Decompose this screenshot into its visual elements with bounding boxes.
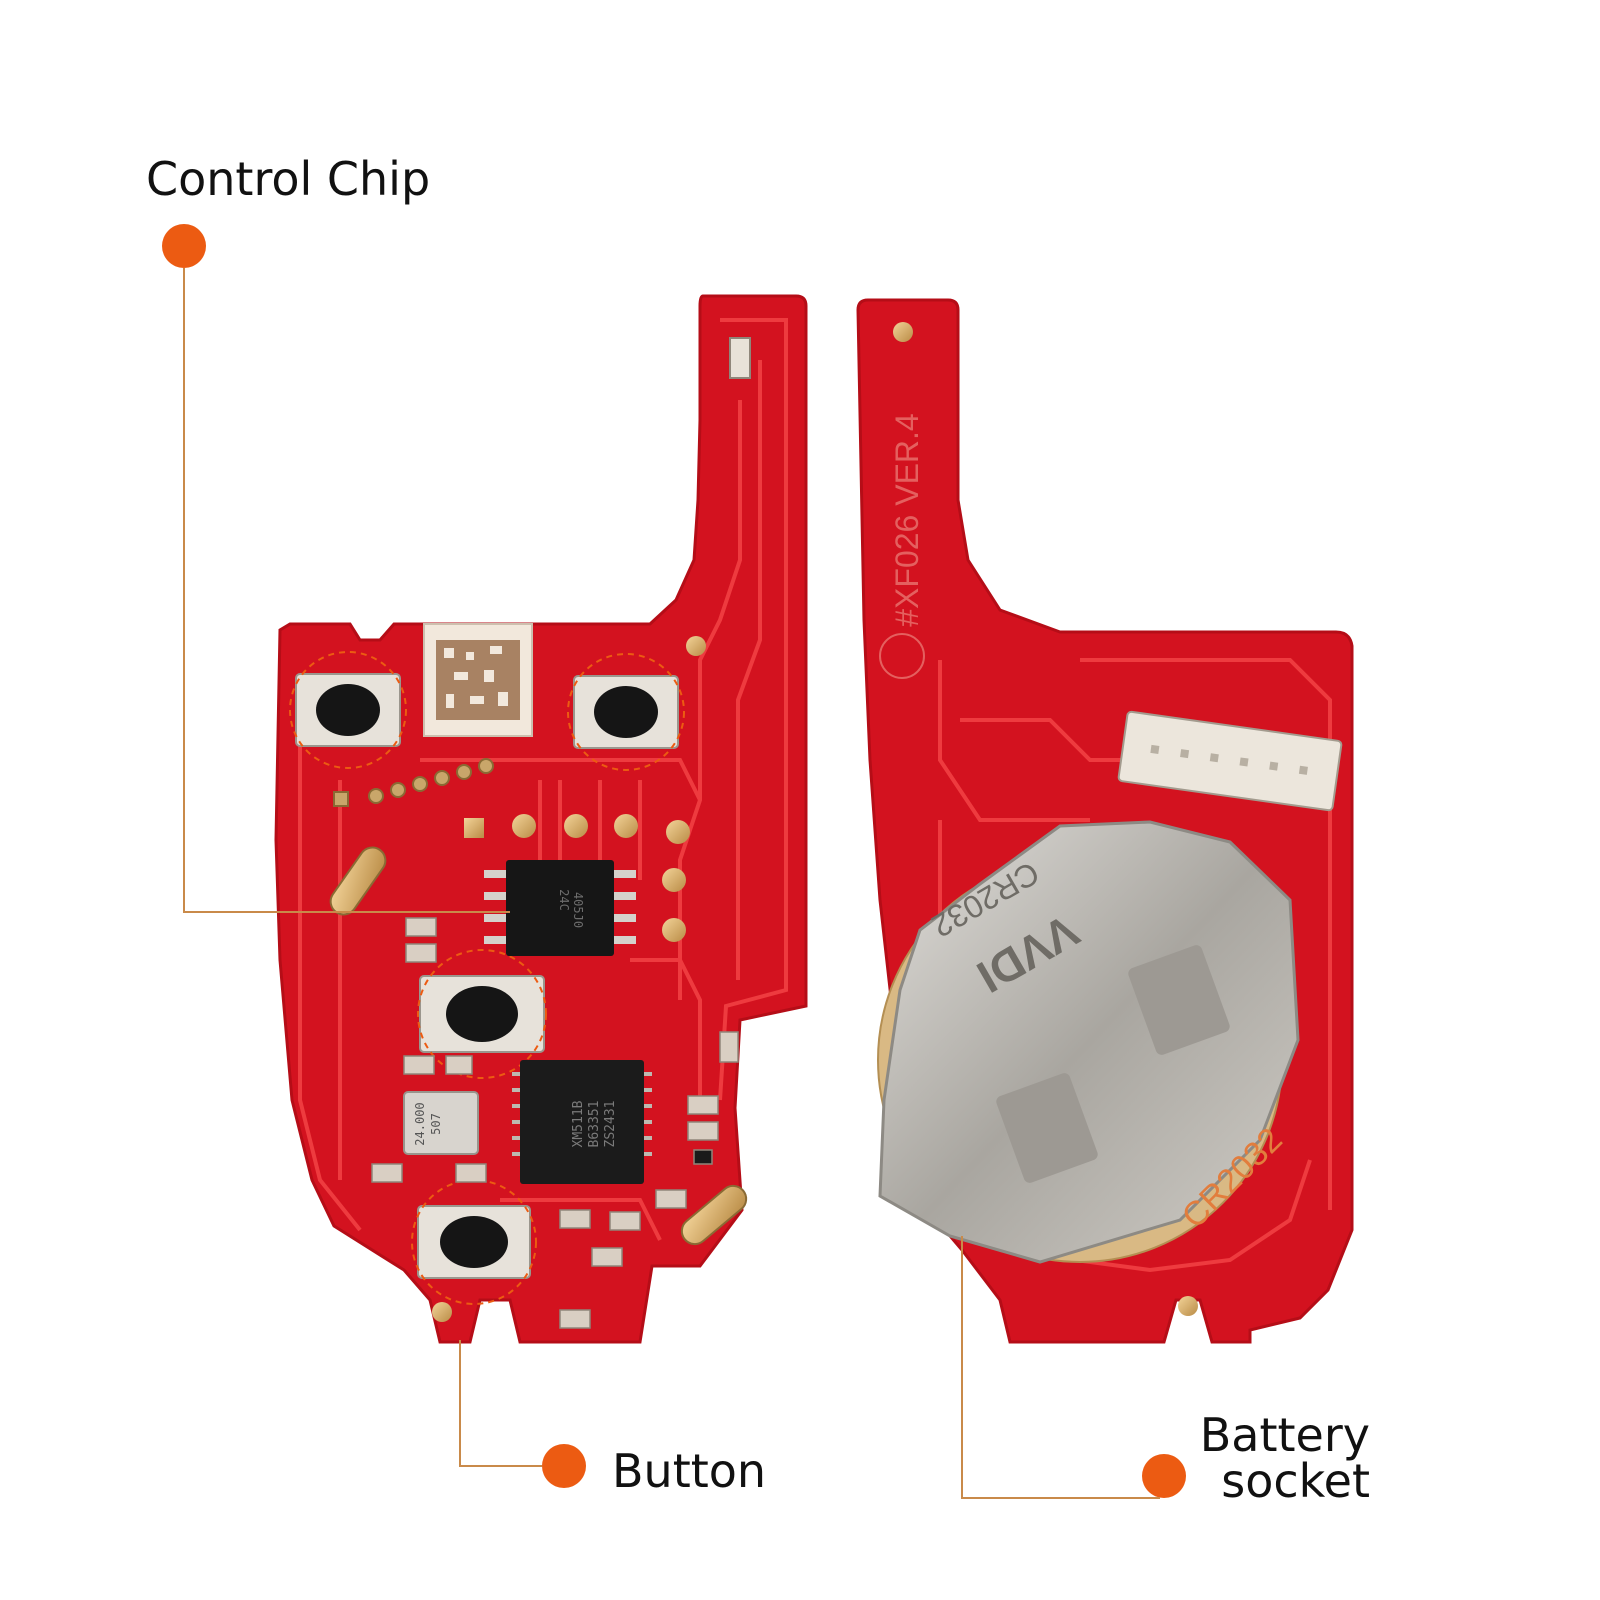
control-chip-label: Control Chip: [146, 152, 431, 206]
callout-dot-control-chip: [162, 224, 206, 268]
connector-header: [1117, 710, 1343, 812]
led: [729, 337, 751, 379]
crystal-marking-line2: 507: [429, 1113, 443, 1135]
mcu-marking-line1: XM511B: [571, 1100, 586, 1147]
callout-dot-battery-socket: [1142, 1454, 1186, 1498]
callout-battery-socket: [961, 1236, 1186, 1499]
button-label: Button: [612, 1444, 767, 1498]
battery-socket-label-line1: Battery: [1199, 1408, 1370, 1462]
left-pcb-board: 24C 405J0 XM511B B63351 ZS2431: [274, 294, 808, 1344]
battery-socket-label: Battery socket: [1200, 1412, 1370, 1504]
version-marking: #XF026 VER.4: [889, 413, 925, 626]
smd-passives: [371, 917, 739, 1329]
gold-test-pads: [432, 636, 706, 1322]
tactile-button-top-right: [567, 653, 685, 771]
mounting-pad-top: [893, 322, 913, 342]
chip-marking-line2: 405J0: [571, 892, 585, 928]
callout-button: [459, 1340, 586, 1488]
crystal-oscillator: 24.000 507: [403, 1091, 479, 1155]
tactile-button-bottom: [411, 1179, 537, 1305]
mounting-pad-bottom: [1178, 1296, 1198, 1316]
logo-mark: [879, 633, 925, 679]
battery-socket-label-line2: socket: [1221, 1454, 1370, 1508]
tactile-button-top-left: [289, 651, 407, 769]
left-board-traces: [298, 318, 788, 1241]
right-pcb-board: #XF026 VER.4 VVDI CR2032: [856, 298, 1354, 1344]
chip-marking-line1: 24C: [557, 889, 571, 911]
callout-dot-button: [542, 1444, 586, 1488]
mcu-marking-line3: ZS2431: [603, 1101, 618, 1148]
callout-line-control-chip: [183, 268, 510, 913]
mcu-marking-line2: B63351: [587, 1101, 602, 1148]
callout-line-battery-socket: [961, 1236, 1160, 1499]
mcu-chip: XM511B B63351 ZS2431: [512, 1060, 652, 1184]
qr-label: [423, 623, 533, 737]
tactile-button-middle: [417, 949, 547, 1079]
battery-clip: [878, 820, 1300, 1264]
programming-pads: [333, 758, 494, 807]
control-chip: 24C 405J0: [484, 860, 636, 956]
callout-line-button: [459, 1340, 542, 1467]
callout-control-chip: [162, 224, 510, 913]
battery-socket: VVDI CR2032: [878, 820, 1300, 1264]
crystal-marking-line1: 24.000: [413, 1102, 427, 1145]
